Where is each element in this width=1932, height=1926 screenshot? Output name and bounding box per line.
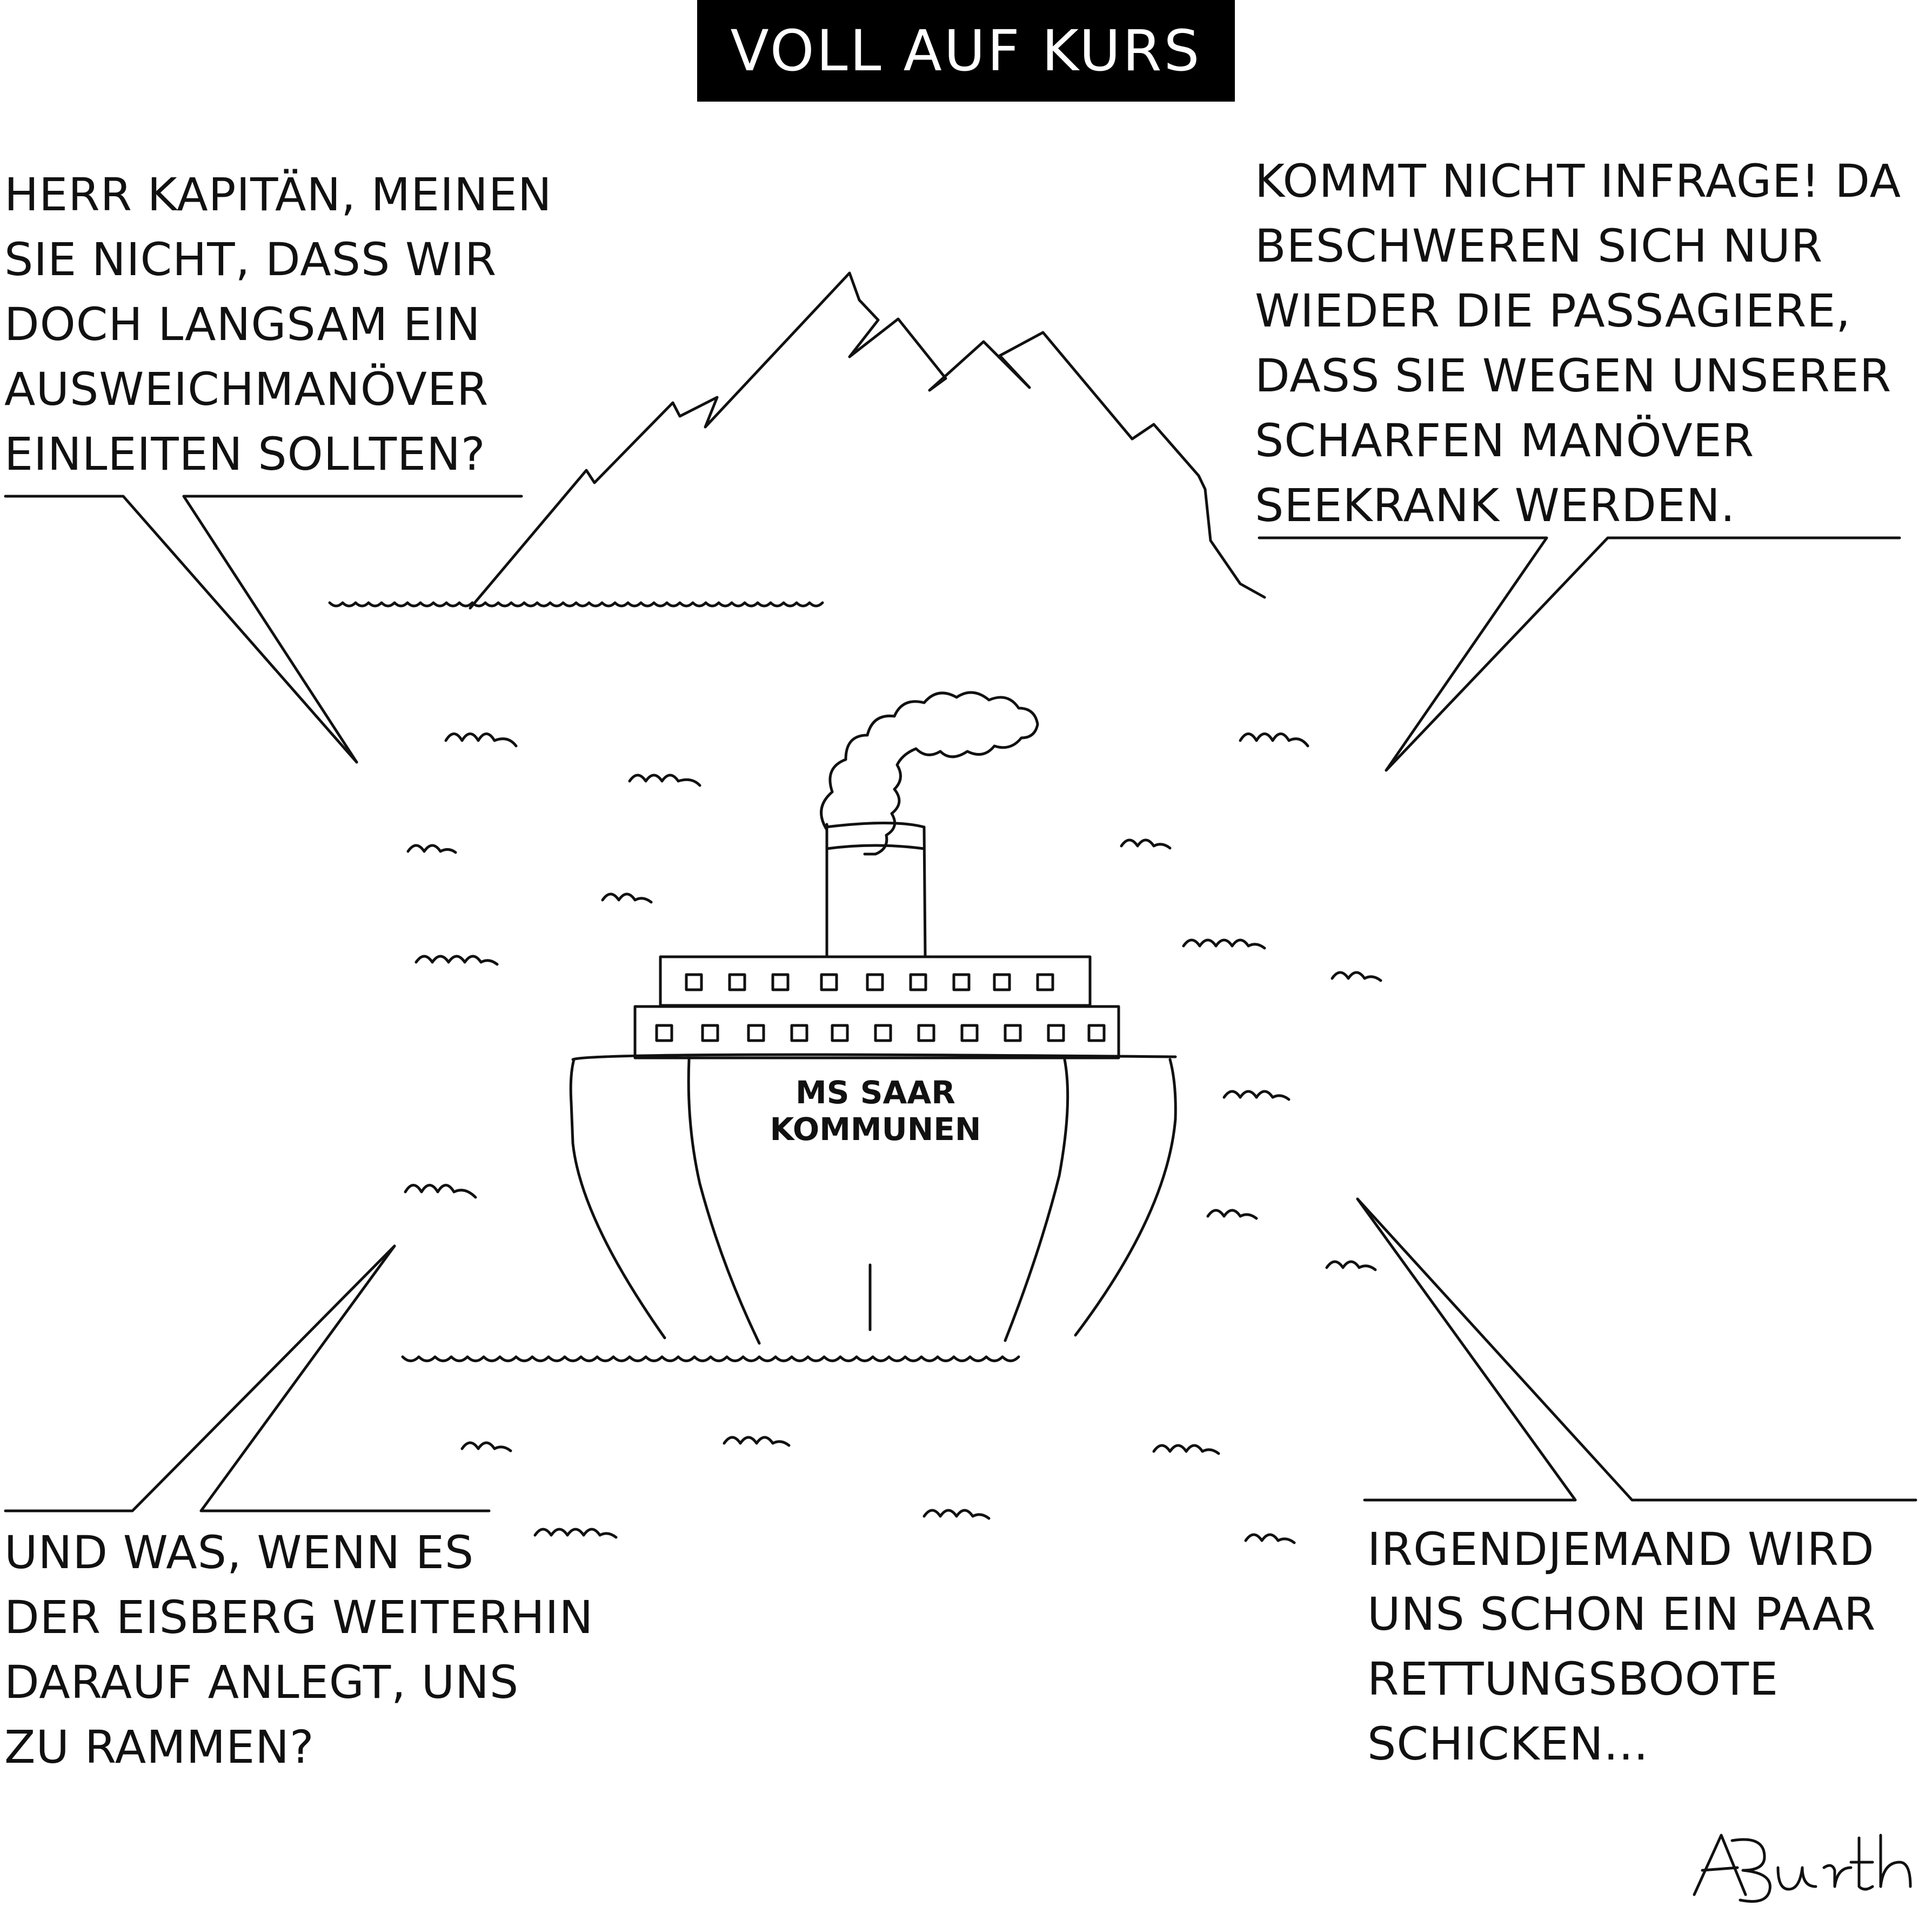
speech-text-bottom-left: UND WAS, WENN ES DER EISBERG WEITERHIN D… xyxy=(4,1526,594,1774)
waterline-bottom xyxy=(401,1355,1020,1362)
ship-name-label: MS SAAR KOMMUNEN xyxy=(770,1074,981,1148)
waterline-top xyxy=(328,601,824,608)
speech-tail-bottom-left xyxy=(4,1244,491,1512)
speech-text-bottom-right: IRGENDJEMAND WIRD UNS SCHON EIN PAAR RET… xyxy=(1367,1523,1876,1770)
ship-hull xyxy=(569,1053,1177,1345)
speech-text-top-right: KOMMT NICHT INFRAGE! DA BESCHWEREN SICH … xyxy=(1255,155,1902,532)
comic-title: VOLL AUF KURS xyxy=(697,0,1235,102)
ship-portholes xyxy=(655,973,1106,1042)
speech-text-top-left: HERR KAPITÄN, MEINEN SIE NICHT, DASS WIR… xyxy=(4,168,552,481)
speech-tail-top-right xyxy=(1258,536,1901,772)
ship-decks xyxy=(633,955,1120,1059)
iceberg xyxy=(469,271,1266,610)
ship-funnel xyxy=(824,822,927,958)
signature-drawing xyxy=(1693,1834,1912,1903)
smoke-plume xyxy=(820,691,1039,856)
small-waves xyxy=(404,732,1382,1544)
speech-tail-top-left xyxy=(4,495,523,764)
speech-tail-bottom-right xyxy=(1356,1197,1917,1502)
